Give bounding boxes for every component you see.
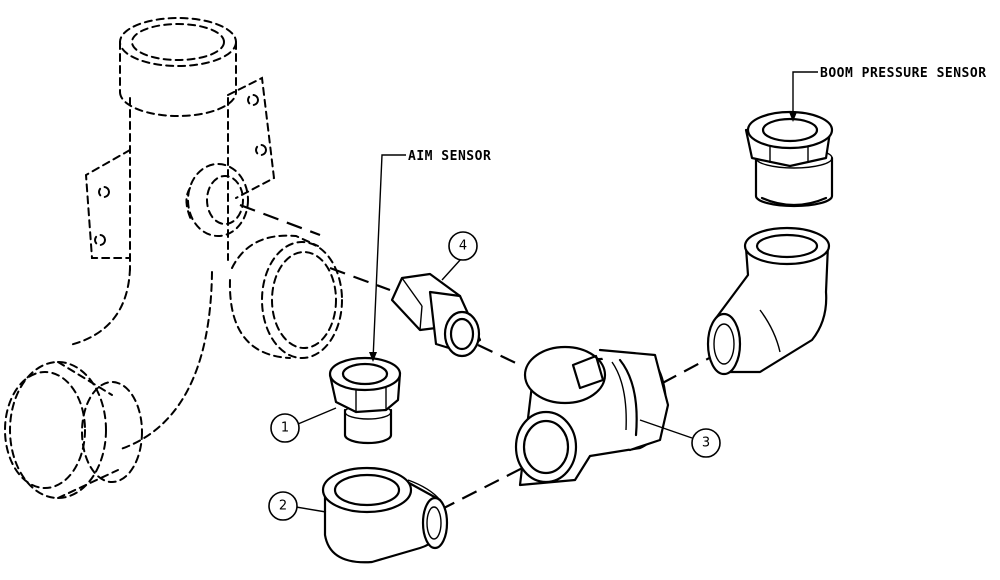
- balloon-1-number: 1: [281, 421, 289, 436]
- boom-sensor-bushing: [744, 110, 834, 208]
- part-4-hex-nipple: [390, 272, 482, 358]
- part-2-elbow: [321, 466, 449, 564]
- balloon-item-1: 1: [270, 407, 337, 443]
- balloon-3-number: 3: [702, 436, 710, 451]
- boom-sensor-elbow: [706, 226, 831, 376]
- boom-pressure-sensor-label: BOOM PRESSURE SENSOR: [820, 66, 987, 81]
- balloon-item-3: 3: [639, 419, 721, 458]
- boom-manifold-outline: [4, 17, 343, 499]
- boom-pressure-sensor-leader: [789, 71, 818, 122]
- balloon-4-number: 4: [459, 239, 467, 254]
- aim-sensor-label: AIM SENSOR: [408, 149, 491, 164]
- aim-sensor-leader: [369, 154, 406, 362]
- balloon-2-number: 2: [279, 499, 287, 514]
- balloon-item-4: 4: [441, 231, 478, 281]
- part-1-hex-bushing: [328, 356, 402, 445]
- balloon-item-2: 2: [268, 491, 327, 521]
- part-3-tee: [514, 345, 670, 487]
